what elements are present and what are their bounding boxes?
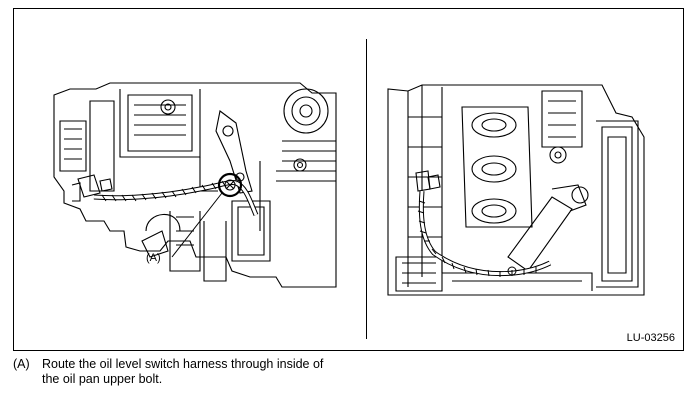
left-engine-drawing (53, 82, 337, 288)
callout-label-a: (A) (146, 252, 161, 264)
right-engine-illustration (382, 77, 658, 301)
right-engine-drawing (387, 84, 645, 296)
caption-text: Route the oil level switch harness throu… (42, 357, 324, 386)
figure-frame: (A) (13, 8, 684, 351)
figure-code: LU-03256 (626, 332, 675, 344)
panel-divider (366, 39, 367, 339)
left-engine-illustration (50, 81, 342, 291)
caption-tag: (A) (13, 357, 30, 371)
